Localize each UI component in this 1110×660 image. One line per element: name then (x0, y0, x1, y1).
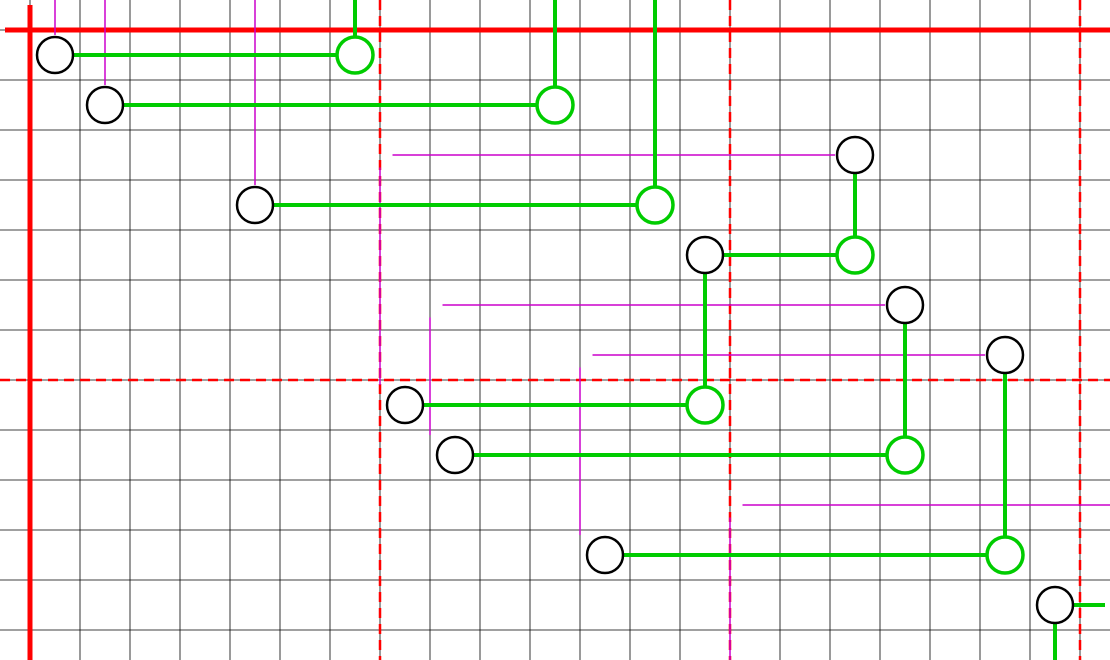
green-node (635, 185, 675, 225)
green-node (885, 435, 925, 475)
green-node (335, 35, 375, 75)
black-node (385, 385, 425, 425)
black-node (885, 285, 925, 325)
black-node (1035, 585, 1075, 625)
black-node (985, 335, 1025, 375)
green-node (535, 85, 575, 125)
green-node (685, 385, 725, 425)
magenta-connections (54, 0, 1110, 660)
nodes (35, 35, 1075, 625)
black-node (85, 85, 125, 125)
black-node (235, 185, 275, 225)
black-node (685, 235, 725, 275)
axes (5, 5, 1110, 660)
black-node (35, 35, 75, 75)
green-node (985, 535, 1025, 575)
green-node (835, 235, 875, 275)
black-node (585, 535, 625, 575)
black-node (835, 135, 875, 175)
black-node (435, 435, 475, 475)
